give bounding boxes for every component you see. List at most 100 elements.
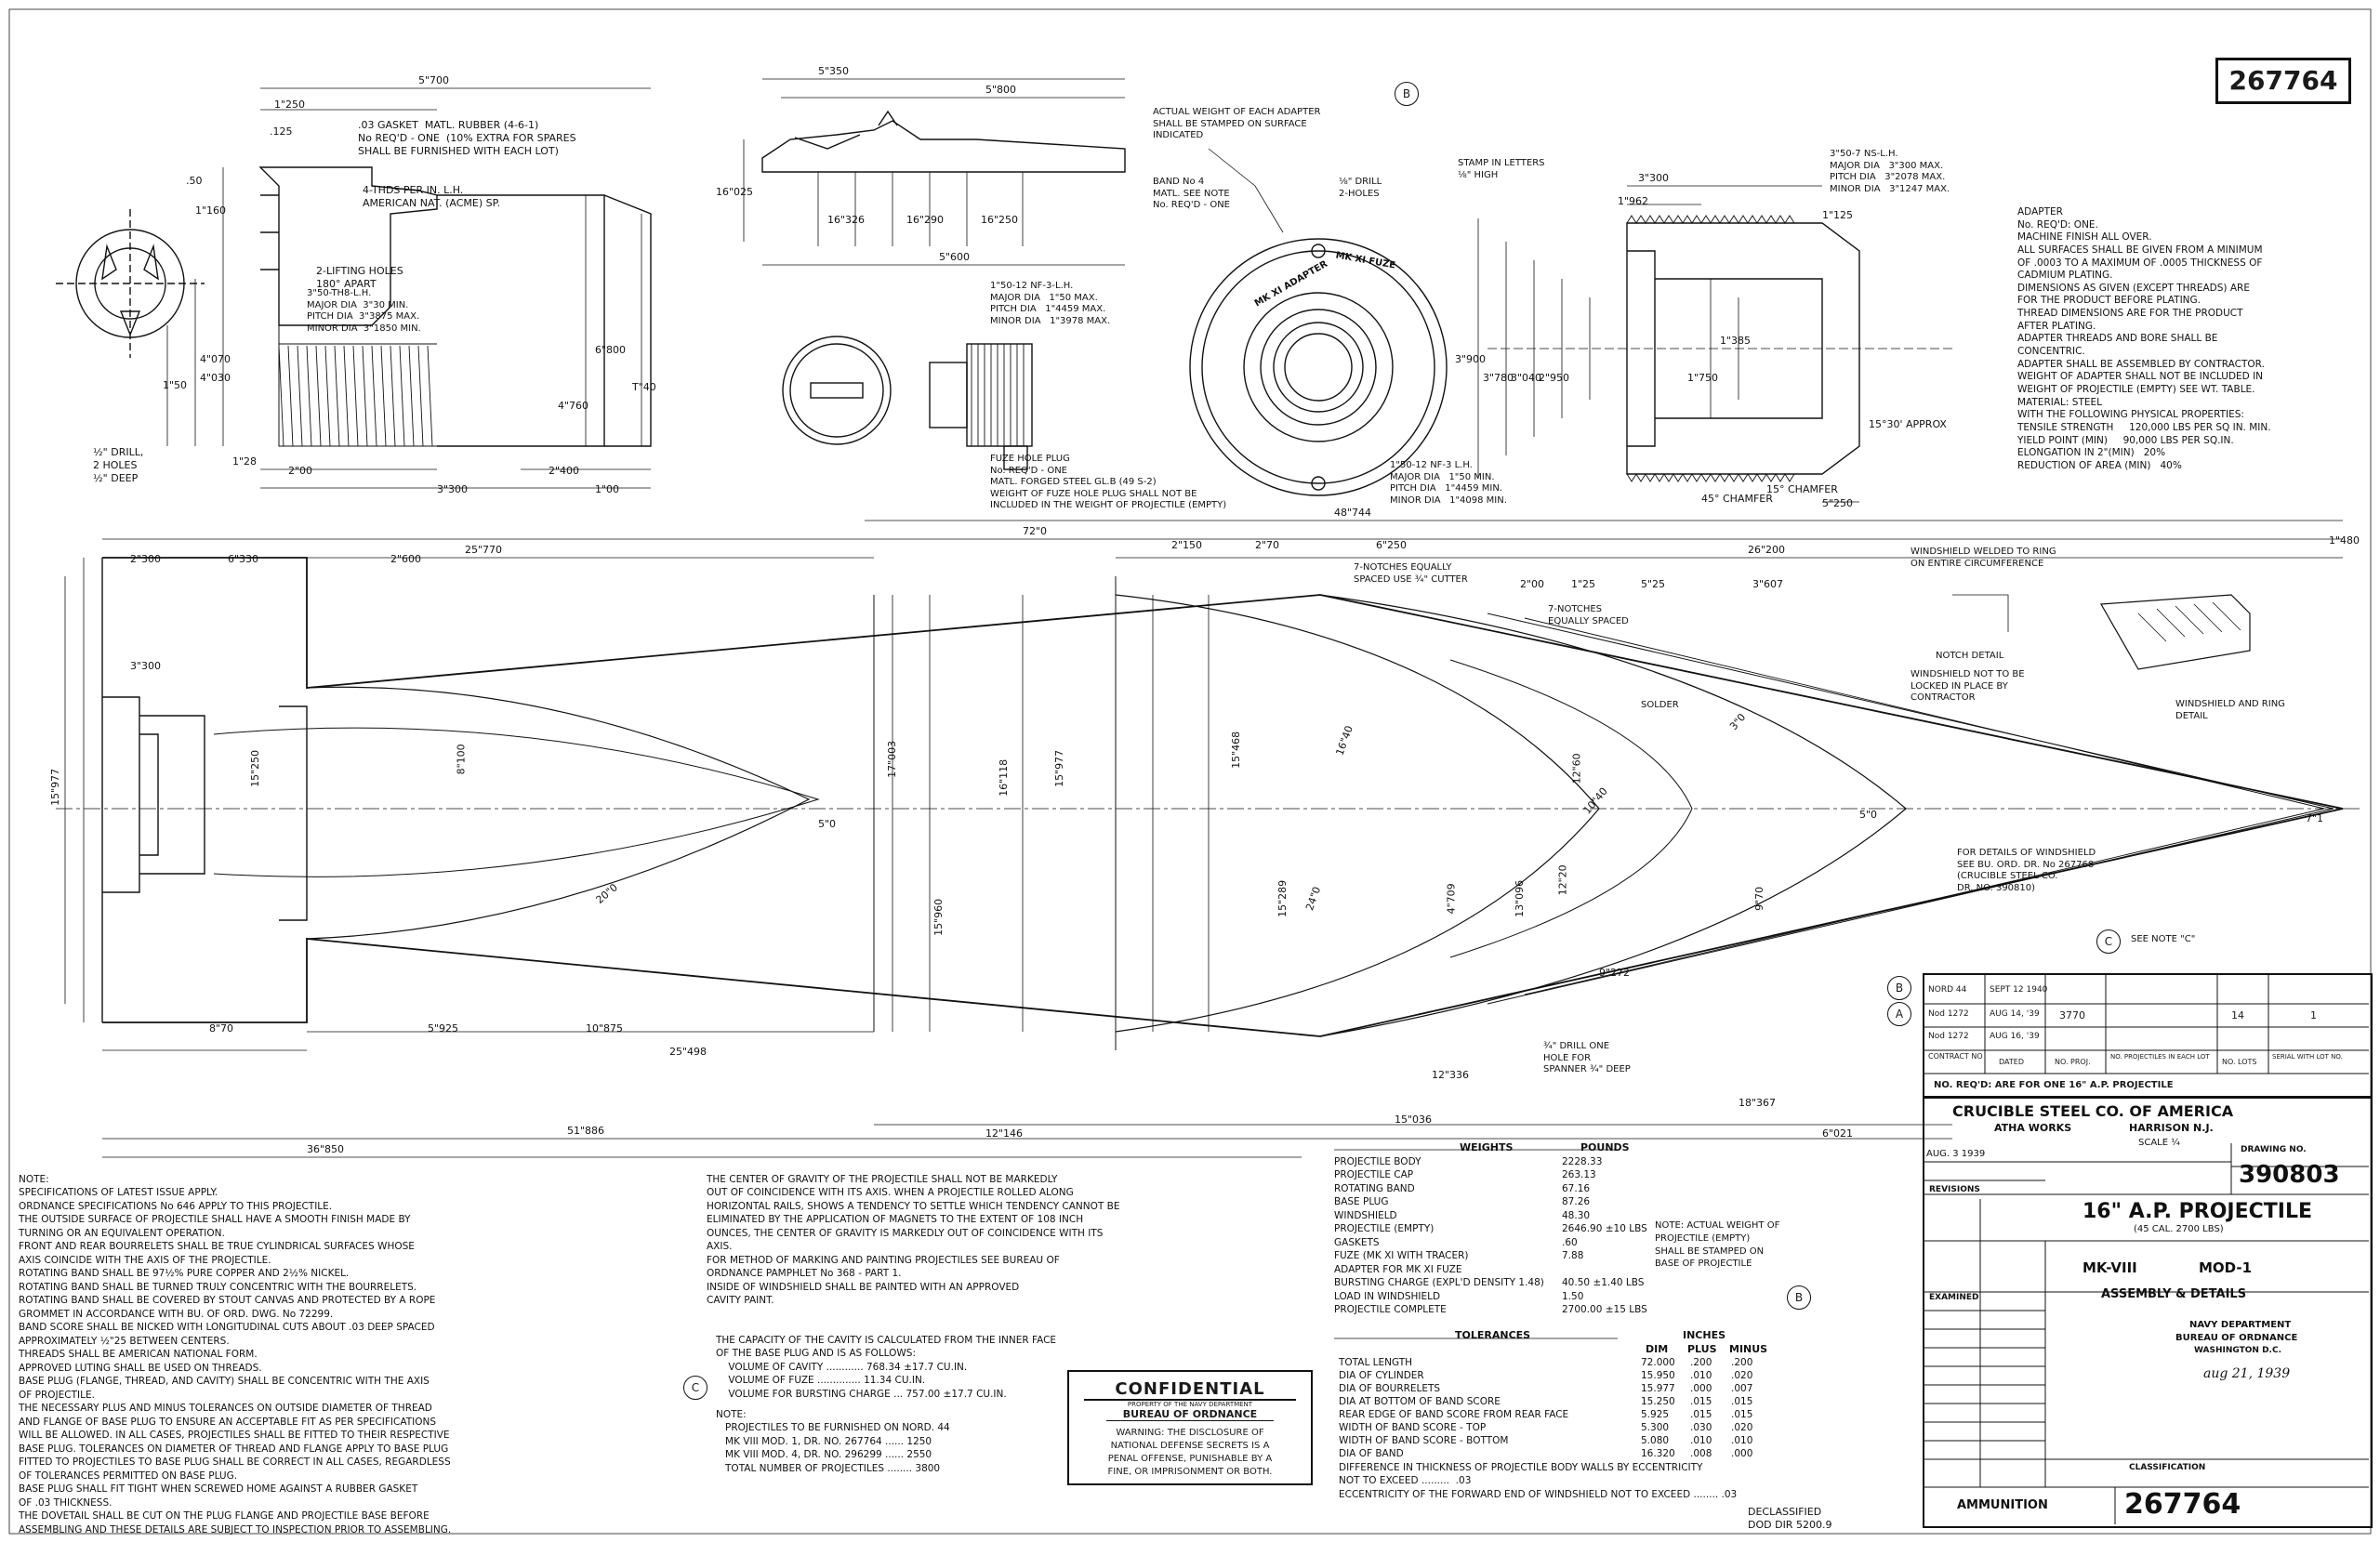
dim-label: 1"50 bbox=[163, 379, 188, 391]
tolerances-title: TOLERANCES bbox=[1455, 1329, 1531, 1341]
note-line: PITCH DIA 3"3875 MAX. bbox=[307, 311, 420, 322]
see-note-c: SEE NOTE "C" bbox=[2131, 934, 2196, 944]
note-line: OUNCES, THE CENTER OF GRAVITY IS MARKEDL… bbox=[707, 1227, 1104, 1239]
dim-label: 2"300 bbox=[130, 553, 162, 565]
stamp-line: DOD DIR 5200.9 bbox=[1748, 1519, 1832, 1532]
tolerance-plus-value: .015 bbox=[1690, 1408, 1712, 1420]
dim-label: 45° CHAMFER bbox=[1701, 493, 1773, 505]
spec-line: REDUCTION OF AREA (MIN) 40% bbox=[2017, 459, 2182, 471]
weight-label: BASE PLUG bbox=[1334, 1196, 1389, 1208]
callout-line: 7-NOTCHES EQUALLY bbox=[1354, 562, 1452, 573]
note-line: AXIS. bbox=[707, 1241, 733, 1253]
note-line: FOR METHOD OF MARKING AND PAINTING PROJE… bbox=[707, 1254, 1060, 1266]
weight-label: PROJECTILE BODY bbox=[1334, 1156, 1421, 1167]
revision-mark-c: C bbox=[2096, 929, 2121, 954]
drill-holes-note: ⅛" DRILL 2-HOLES bbox=[1339, 177, 1382, 200]
tolerance-plus-value: .015 bbox=[1690, 1395, 1712, 1407]
revision-mark-b: B bbox=[1887, 976, 1911, 1000]
declassified-stamp: DECLASSIFIED DOD DIR 5200.9 bbox=[1748, 1506, 1831, 1533]
dim-label: 15°30' APPROX bbox=[1869, 418, 1947, 430]
note-line: CAVITY PAINT. bbox=[707, 1295, 774, 1307]
dim-label: 5"700 bbox=[418, 74, 450, 86]
note-line: MAJOR DIA 1"50 MAX. bbox=[990, 292, 1098, 303]
note-heading: NOTE: bbox=[716, 1409, 747, 1420]
note-line: INCLUDED IN THE WEIGHT OF PROJECTILE (EM… bbox=[990, 500, 1227, 510]
confidential-bureau: BUREAU OF ORDNANCE bbox=[1106, 1408, 1274, 1421]
rev-order: Nod 1272 bbox=[1928, 1009, 1969, 1019]
weight-value: .60 bbox=[1562, 1236, 1578, 1248]
dim-label: 16"326 bbox=[827, 214, 866, 226]
dia-label: 15"289 bbox=[1276, 879, 1289, 917]
weight-label: WINDSHIELD bbox=[1334, 1209, 1397, 1221]
rev-date: AUG 16, '39 bbox=[1990, 1032, 2040, 1041]
tolerance-label: DIA OF BOURRELETS bbox=[1339, 1382, 1441, 1394]
cavity-row-value: 11.34 CU.IN. bbox=[864, 1375, 926, 1387]
city-name: HARRISON N.J. bbox=[2129, 1122, 2214, 1134]
weight-label: FUZE (MK XI WITH TRACER) bbox=[1334, 1250, 1469, 1262]
note-line: INDICATED bbox=[1153, 130, 1204, 140]
dim-label: 3"300 bbox=[1638, 172, 1670, 184]
note-line: ROTATING BAND SHALL BE 97½% PURE COPPER … bbox=[19, 1268, 350, 1280]
note-line: ASSEMBLING AND THESE DETAILS ARE SUBJECT… bbox=[19, 1523, 452, 1535]
spec-line: WITH THE FOLLOWING PHYSICAL PROPERTIES: bbox=[2017, 409, 2244, 421]
note-line: No. REQ'D - ONE bbox=[1153, 200, 1231, 210]
dim-label: T"40 bbox=[632, 381, 656, 393]
note-line: 4-THDS PER IN. L.H. bbox=[363, 184, 464, 196]
projectile-main-view bbox=[56, 520, 2361, 1158]
callout-line: SPANNER ¾" DEEP bbox=[1543, 1064, 1631, 1074]
weight-label: LOAD IN WINDSHIELD bbox=[1334, 1290, 1441, 1302]
dim-label: 15"036 bbox=[1395, 1114, 1433, 1126]
tolerance-dim: 5.300 bbox=[1641, 1421, 1670, 1433]
dim-label: 3"780 bbox=[1483, 372, 1514, 384]
tolerance-minus: .200 .020 .007 .015 .015 .020 .010 .000 bbox=[1731, 1357, 1752, 1461]
note-row-label: MK VIII MOD. 4, DR. NO. 296299 bbox=[725, 1449, 882, 1461]
dim-label: 1"480 bbox=[2329, 534, 2360, 547]
drill-note: ½" DRILL, 2 HOLES ½" DEEP bbox=[93, 446, 143, 484]
weight-value: 1.50 bbox=[1562, 1290, 1584, 1302]
tolerance-plus-value: .010 bbox=[1690, 1434, 1712, 1446]
spec-line: TENSILE STRENGTH 120,000 LBS PER SQ IN. … bbox=[2017, 421, 2271, 433]
windshield-ring-detail-label: WINDSHIELD AND RING DETAIL bbox=[2175, 699, 2285, 722]
note-line: ⅛" DRILL bbox=[1339, 177, 1382, 187]
dim-label: .50 bbox=[186, 175, 203, 187]
dia-label: 9"70 bbox=[1753, 886, 1766, 911]
dim-label: 3"300 bbox=[437, 483, 469, 495]
spec-line: FOR THE PRODUCT BEFORE PLATING. bbox=[2017, 295, 2202, 307]
cavity-row-value: 768.34 ±17.7 CU.IN. bbox=[866, 1361, 968, 1373]
weights-labels: PROJECTILE BODY PROJECTILE CAP ROTATING … bbox=[1334, 1155, 1544, 1317]
drawing-label: DRAWING NO. bbox=[2241, 1145, 2307, 1154]
callout-line: HOLE FOR bbox=[1543, 1052, 1592, 1063]
notch-callout-2: 7-NOTCHES EQUALLY SPACED bbox=[1548, 604, 1629, 627]
dim-label: 1"385 bbox=[1720, 335, 1752, 347]
note-row-label: MK VIII MOD. 1, DR. NO. 267764 bbox=[725, 1435, 882, 1447]
note-line: No REQ'D - ONE (10% EXTRA FOR SPARES bbox=[358, 131, 576, 144]
dia-label: 12"20 bbox=[1556, 864, 1569, 896]
note-line: BAND No 4 bbox=[1153, 177, 1205, 187]
weights-title: WEIGHTS bbox=[1460, 1141, 1514, 1153]
stamp-line: DECLASSIFIED bbox=[1748, 1506, 1822, 1518]
dim-label: 1"962 bbox=[1618, 195, 1649, 207]
spec-line: No. REQ'D: ONE. bbox=[2017, 218, 2098, 231]
note-line: INSIDE OF WINDSHIELD SHALL BE PAINTED WI… bbox=[707, 1281, 1020, 1293]
note-line: AXIS COINCIDE WITH THE AXIS OF THE PROJE… bbox=[19, 1254, 271, 1266]
note-line: MINOR DIA 3"1850 MIN. bbox=[307, 323, 421, 334]
weight-label: PROJECTILE COMPLETE bbox=[1334, 1304, 1447, 1316]
windshield-weld-note: WINDSHIELD WELDED TO RING ON ENTIRE CIRC… bbox=[1911, 547, 2056, 570]
revisions-label: REVISIONS bbox=[1929, 1185, 1980, 1194]
dim-label: 18"367 bbox=[1739, 1097, 1777, 1109]
note-line: FRONT AND REAR BOURRELETS SHALL BE TRUE … bbox=[19, 1241, 415, 1253]
weight-label: BURSTING CHARGE (EXPL'D DENSITY 1.48) bbox=[1334, 1277, 1544, 1289]
note-line: SHALL BE STAMPED ON SURFACE bbox=[1153, 118, 1307, 129]
dim-label: 16"025 bbox=[716, 186, 754, 198]
bureau-label: BUREAU OF ORDNANCE bbox=[2175, 1333, 2298, 1343]
dim-label: 12"146 bbox=[985, 1127, 1024, 1140]
tolerance-plus-value: .000 bbox=[1690, 1382, 1712, 1394]
note-line: DIFFERENCE IN THICKNESS OF PROJECTILE BO… bbox=[1339, 1462, 1703, 1473]
dia-label: 15"250 bbox=[249, 749, 262, 787]
dim-label: .125 bbox=[270, 125, 293, 138]
dim-label: 3"607 bbox=[1752, 578, 1784, 590]
note-line: MINOR DIA 1"4098 MIN. bbox=[1390, 494, 1507, 506]
works-name: ATHA WORKS bbox=[1994, 1122, 2072, 1134]
weights-values: 2228.33 263.13 67.16 87.26 48.30 2646.90… bbox=[1562, 1155, 1647, 1317]
